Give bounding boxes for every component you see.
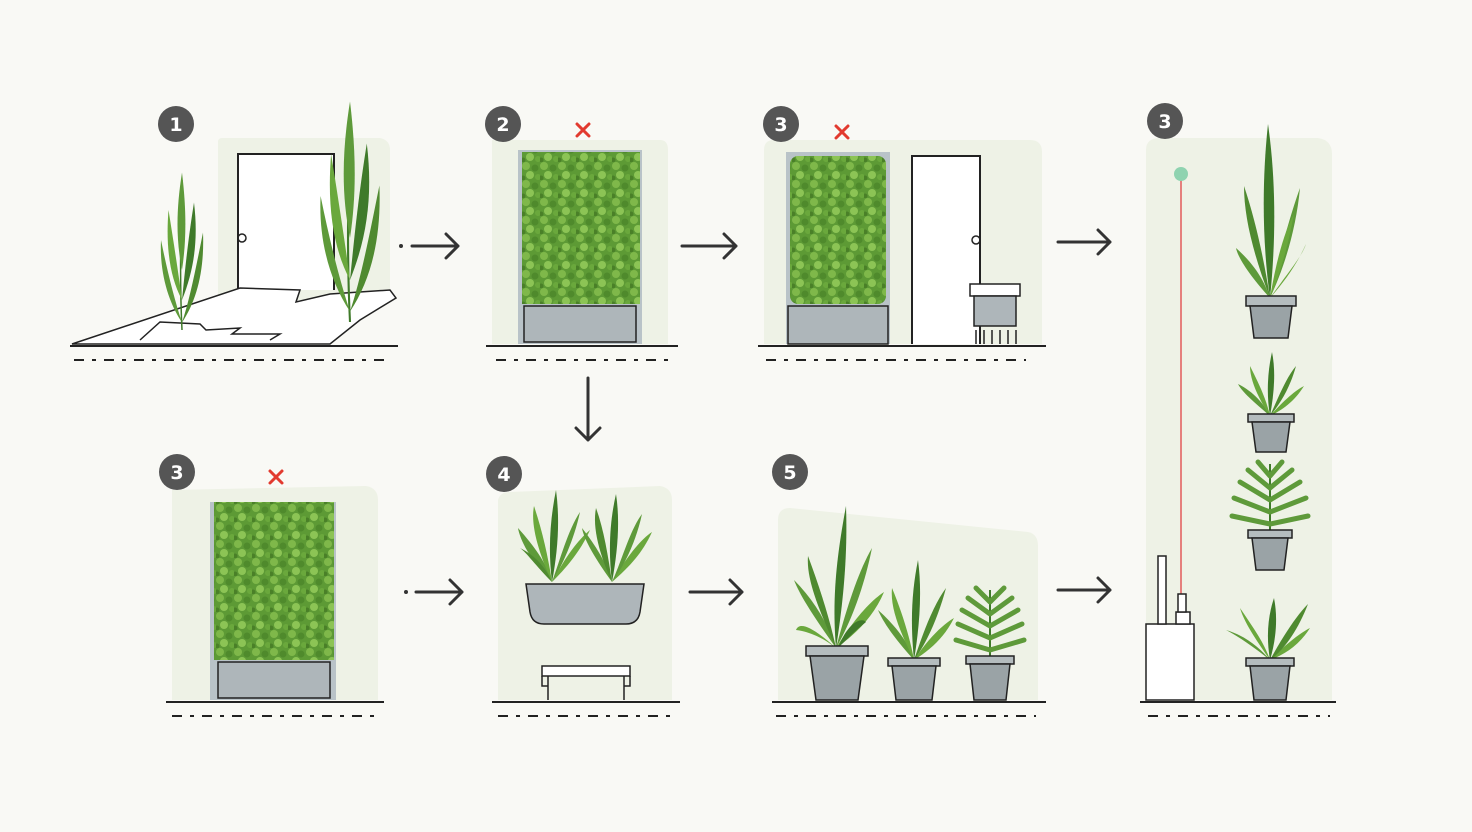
potted-plant-icon — [1238, 352, 1304, 453]
step-3a-badge: 3 — [763, 106, 799, 142]
step-3b-moss-wall — [214, 502, 334, 660]
door-knob-icon — [237, 233, 247, 243]
step-3a-moss-wall — [790, 156, 886, 304]
step-3b-panel: 3 — [159, 454, 384, 717]
arrow-right-icon — [1056, 228, 1112, 256]
cross-mark-icon — [268, 469, 284, 485]
step-3a-number: 3 — [774, 114, 787, 136]
step-5-plant-large-icon — [794, 506, 884, 648]
step-4-bench — [541, 665, 631, 700]
step-4-badge: 4 — [486, 456, 522, 492]
step-2-moss-wall — [522, 152, 640, 304]
step-5-pot-medium — [887, 657, 941, 701]
step-4-hanging-planter — [525, 583, 645, 625]
step-1-panel: 1 — [70, 100, 398, 361]
sensor-device — [1145, 555, 1195, 701]
arrow-down-icon — [574, 376, 602, 442]
step-3c-number: 3 — [1158, 111, 1171, 133]
cross-mark-icon — [575, 122, 591, 138]
step-4-number: 4 — [497, 464, 510, 486]
sensor-dot-icon — [1174, 167, 1188, 181]
step-4-panel: 4 — [486, 456, 680, 717]
step-3a-door-outline — [911, 155, 981, 344]
step-5-number: 5 — [783, 462, 796, 484]
arrow-right-icon — [1056, 576, 1112, 604]
step-2-number: 2 — [496, 114, 509, 136]
arrow-right-icon — [680, 232, 738, 260]
step-4-plant-right-icon — [582, 494, 652, 582]
step-5-plant-medium-icon — [878, 560, 954, 660]
door-knob-icon — [971, 235, 981, 245]
step-3c-badge: 3 — [1147, 103, 1183, 139]
step-1-number: 1 — [169, 114, 182, 136]
potted-plant-icon — [1226, 598, 1310, 701]
step-3b-number: 3 — [170, 462, 183, 484]
potted-plant-icon — [1236, 124, 1306, 339]
step-3a-planter-box — [787, 305, 889, 345]
arrow-right-icon — [404, 578, 464, 606]
step-3a-radiator — [969, 283, 1021, 344]
step-1-badge: 1 — [158, 106, 194, 142]
step-3b-planter-box — [217, 661, 331, 699]
step-5-pot-small — [965, 655, 1015, 701]
step-4-plant-left-icon — [518, 490, 590, 582]
step-1-door-outline — [237, 153, 335, 290]
arrow-right-icon — [399, 232, 460, 260]
step-3b-badge: 3 — [159, 454, 195, 490]
step-5-badge: 5 — [772, 454, 808, 490]
step-2-panel: 2 — [485, 106, 678, 361]
arrow-right-icon — [688, 578, 744, 606]
step-5-panel: 5 — [772, 454, 1046, 717]
potted-plant-icon — [1229, 459, 1311, 571]
step-1-floor-plan — [71, 287, 398, 345]
step-3c-panel: 3 — [1140, 103, 1336, 717]
step-2-badge: 2 — [485, 106, 521, 142]
step-2-planter-box — [523, 305, 637, 343]
step-3a-panel: 3 — [758, 106, 1046, 361]
step-3c-background — [1146, 138, 1332, 700]
cross-mark-icon — [834, 124, 850, 140]
step-5-pot-large — [805, 645, 869, 701]
